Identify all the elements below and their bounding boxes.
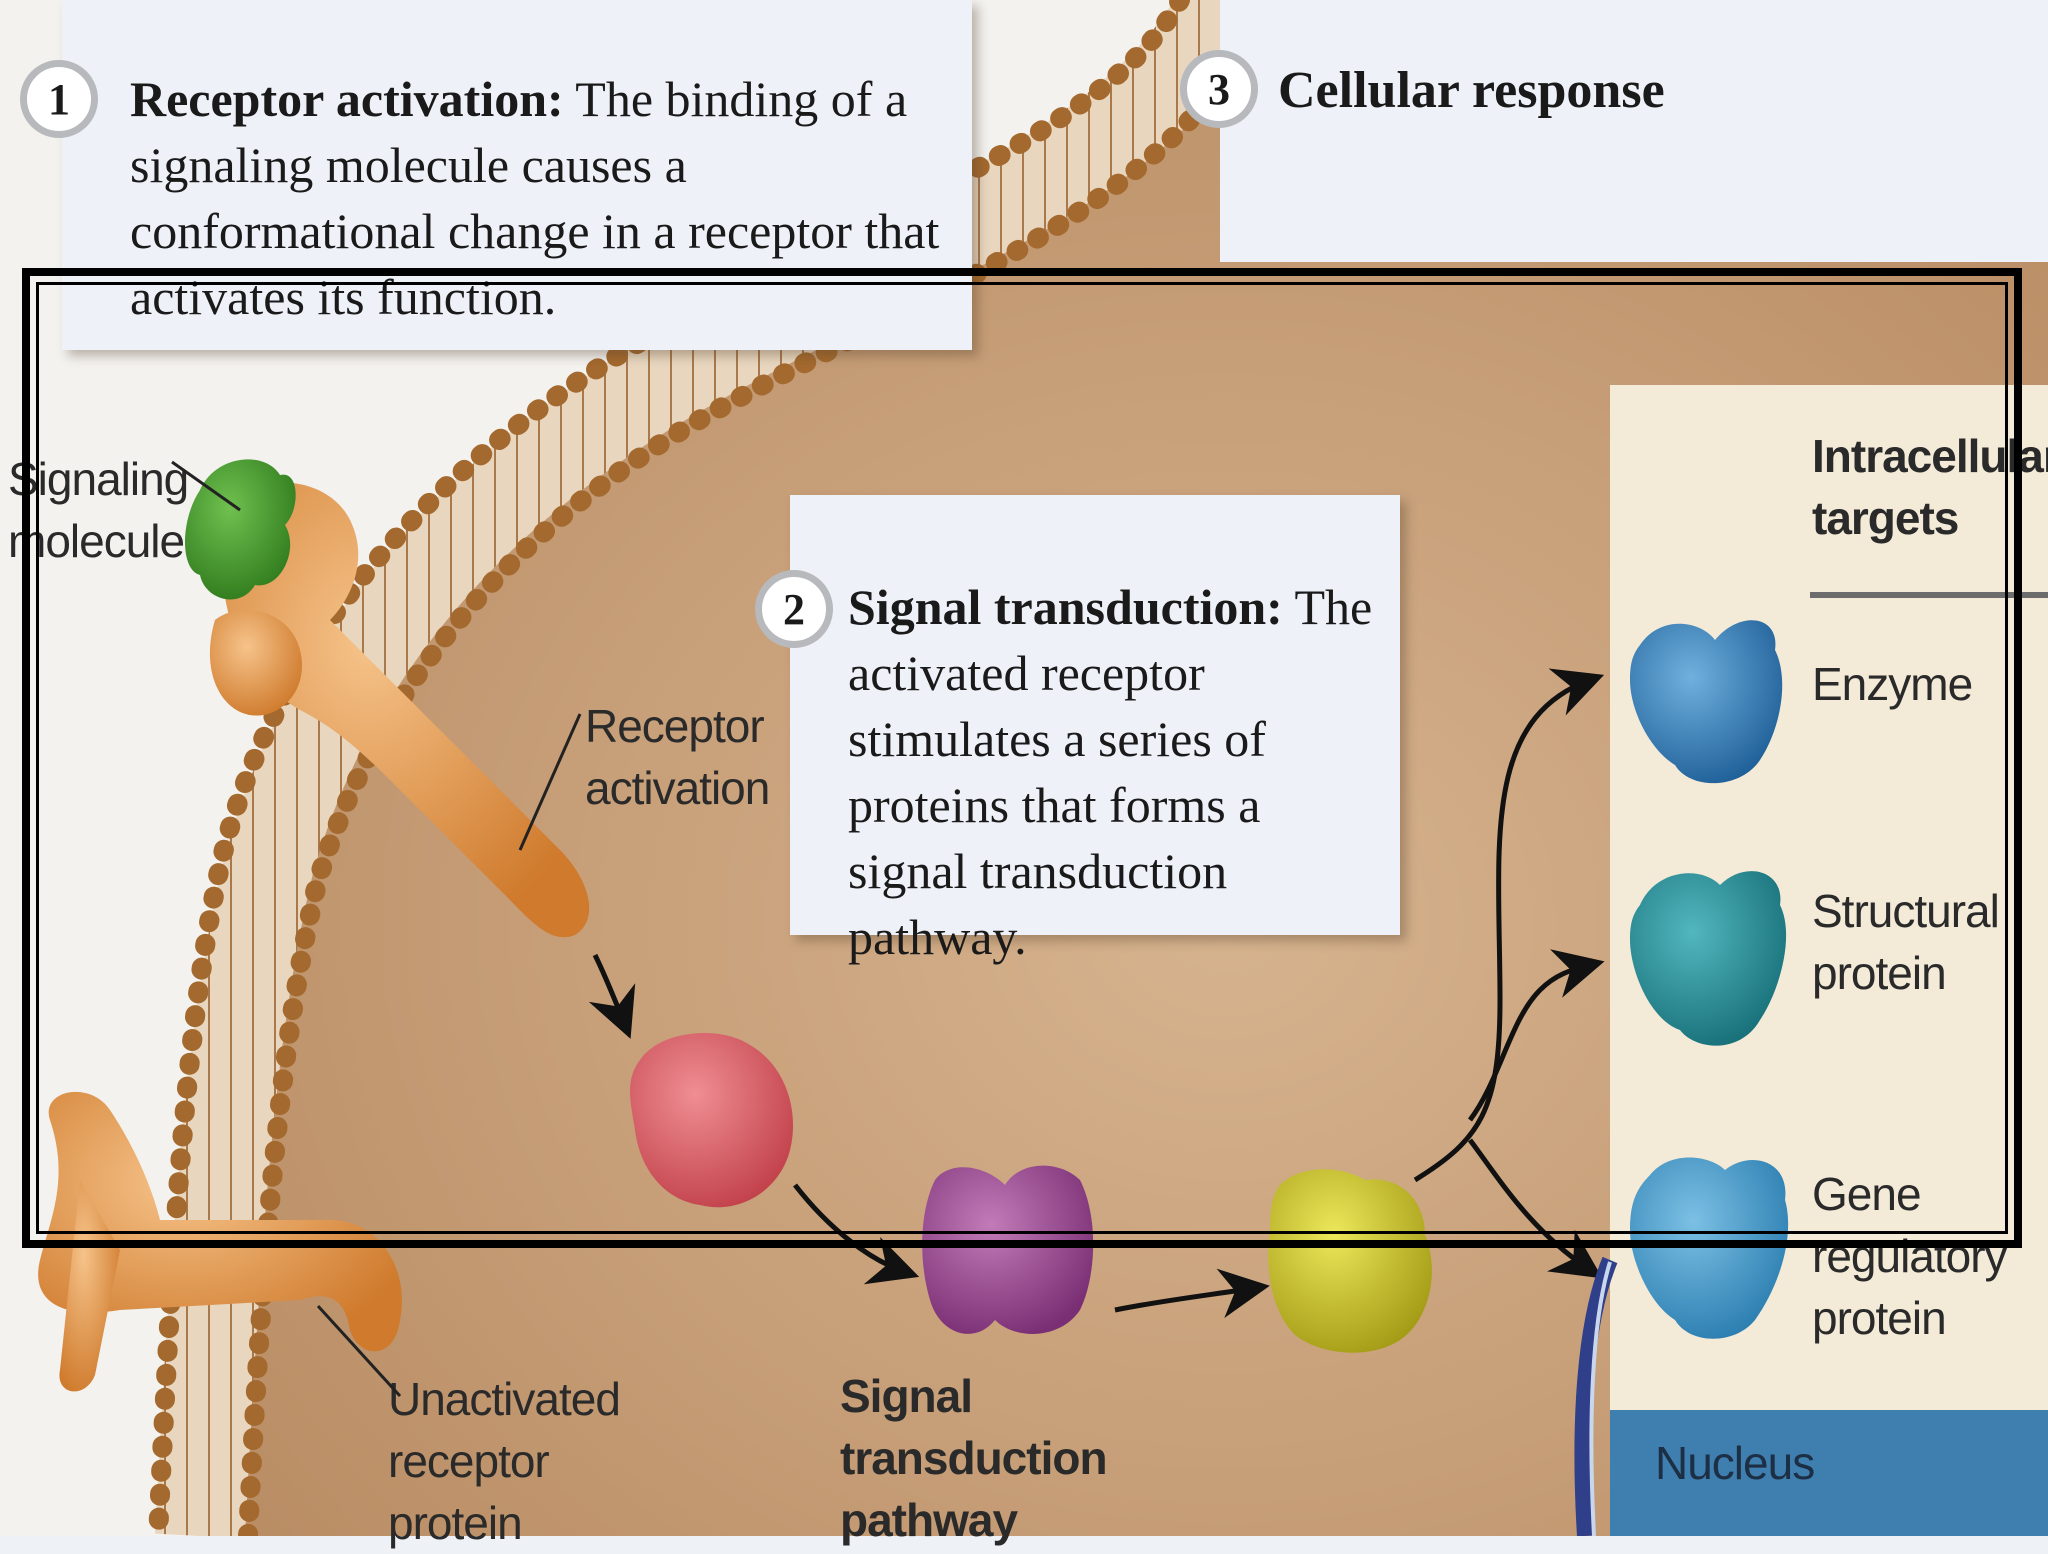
- step1-number: 1: [20, 60, 98, 138]
- label-unactivated-receptor: Unactivated receptor protein: [388, 1368, 688, 1554]
- label-nucleus: Nucleus: [1655, 1432, 1814, 1494]
- label-signal-transduction-pathway: Signal transduction pathway: [840, 1365, 1240, 1551]
- highlight-frame-inner: [36, 282, 2008, 1234]
- step3-number: 3: [1180, 50, 1258, 128]
- step3-title: Cellular response: [1278, 58, 1665, 124]
- step1-title: Receptor activation:: [130, 71, 564, 127]
- leader-unactivated-receptor: [310, 1300, 410, 1410]
- step3-callout: [1220, 0, 2048, 262]
